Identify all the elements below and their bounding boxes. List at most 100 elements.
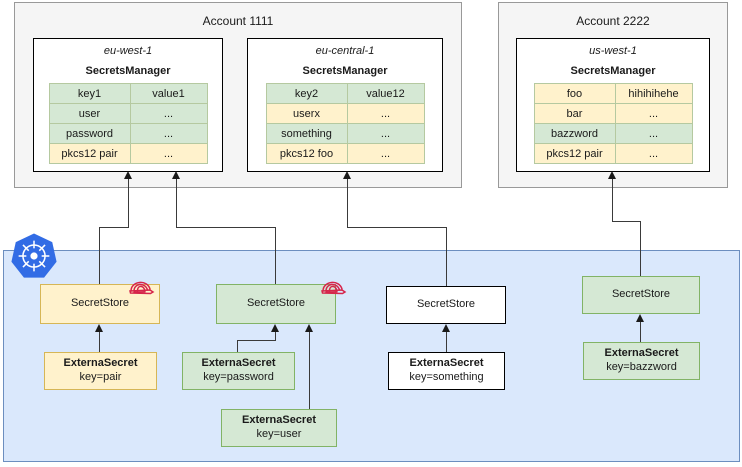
external-secret-title: ExternaSecret xyxy=(604,347,679,360)
cap-icon-store-1 xyxy=(126,274,158,296)
secret-store-2[interactable]: SecretStore xyxy=(216,284,336,324)
arrowhead-to-eu-central-1 xyxy=(343,171,351,179)
cell-key: pkcs12 pair xyxy=(48,143,131,164)
table-row: bazzword ... xyxy=(533,123,693,144)
region-eu-central-1-service: SecretsManager xyxy=(302,65,388,77)
region-eu-west-1-service: SecretsManager xyxy=(85,65,171,77)
arrowhead-esuser-to-store2 xyxy=(305,324,313,332)
cell-value: ... xyxy=(614,103,693,124)
secret-store-label: SecretStore xyxy=(416,298,476,311)
connector-espassword-v1 xyxy=(237,341,239,352)
cell-key: userx xyxy=(265,103,348,124)
connector-store1-v2 xyxy=(128,179,130,228)
table-row: pkcs12 pair ... xyxy=(533,143,693,164)
external-secret-something[interactable]: ExternaSecret key=something xyxy=(388,352,505,390)
region-eu-central-1-label: eu-central-1 xyxy=(315,45,375,57)
external-secret-subtitle: key=password xyxy=(203,371,274,383)
external-secret-title: ExternaSecret xyxy=(201,357,276,370)
cell-value: ... xyxy=(614,143,693,164)
external-secret-bazzword[interactable]: ExternaSecret key=bazzword xyxy=(583,342,700,380)
external-secret-subtitle: key=pair xyxy=(79,371,122,383)
cell-key: key2 xyxy=(265,83,348,104)
region-eu-west-1: eu-west-1 SecretsManager key1 value1 use… xyxy=(33,38,223,172)
connector-store4-v2 xyxy=(612,179,614,222)
cell-value: ... xyxy=(346,103,425,124)
region-eu-central-1: eu-central-1 SecretsManager key2 value12… xyxy=(247,38,443,172)
external-secret-title: ExternaSecret xyxy=(63,357,138,370)
connector-store4-h xyxy=(612,221,641,223)
secrets-table-eu-central-1: key2 value12 userx ... something ... pkc… xyxy=(265,83,425,164)
cell-value: value12 xyxy=(346,83,425,104)
connector-store3-h xyxy=(347,227,447,229)
connector-store2-h xyxy=(176,227,276,229)
cell-value: ... xyxy=(129,123,208,144)
cell-key: foo xyxy=(533,83,616,104)
account-1111-title: Account 1111 xyxy=(202,14,274,28)
secret-store-label: SecretStore xyxy=(246,297,306,310)
region-eu-west-1-label: eu-west-1 xyxy=(103,45,153,57)
region-us-west-1-service: SecretsManager xyxy=(570,65,656,77)
external-secret-title: ExternaSecret xyxy=(409,357,484,370)
cell-key: password xyxy=(48,123,131,144)
external-secret-password[interactable]: ExternaSecret key=password xyxy=(182,352,295,390)
cell-value: ... xyxy=(614,123,693,144)
cap-icon-store-2 xyxy=(318,274,350,296)
cell-value: value1 xyxy=(129,83,208,104)
table-row: userx ... xyxy=(265,103,425,124)
external-secret-subtitle: key=bazzword xyxy=(606,361,677,373)
external-secret-subtitle: key=something xyxy=(409,371,484,383)
external-secret-subtitle: key=user xyxy=(256,428,302,440)
cell-key: bazzword xyxy=(533,123,616,144)
account-2222-title: Account 2222 xyxy=(576,14,650,28)
cell-key: pkcs12 foo xyxy=(265,143,348,164)
arrowhead-to-eu-west-1-a xyxy=(124,171,132,179)
secrets-table-us-west-1: foo hihihihehe bar ... bazzword ... pkcs… xyxy=(533,83,693,164)
connector-esuser-v xyxy=(309,330,311,409)
arrowhead-esbazzword-to-store4 xyxy=(636,314,644,322)
connector-essomething-v xyxy=(446,330,448,352)
external-secret-title: ExternaSecret xyxy=(242,414,316,427)
connector-store2-v2 xyxy=(176,179,178,228)
table-row: password ... xyxy=(48,123,208,144)
secret-store-1[interactable]: SecretStore xyxy=(40,284,160,324)
cell-value: hihihihehe xyxy=(614,83,693,104)
secret-store-label: SecretStore xyxy=(611,288,671,301)
table-row: foo hihihihehe xyxy=(533,83,693,104)
table-row: user ... xyxy=(48,103,208,124)
cell-key: something xyxy=(265,123,348,144)
arrowhead-to-eu-west-1-b xyxy=(172,171,180,179)
region-us-west-1: us-west-1 SecretsManager foo hihihihehe … xyxy=(516,38,710,172)
cell-value: ... xyxy=(129,103,208,124)
region-us-west-1-label: us-west-1 xyxy=(589,45,637,57)
cell-key: bar xyxy=(533,103,616,124)
cell-key: pkcs12 pair xyxy=(533,143,616,164)
table-row: key1 value1 xyxy=(48,83,208,104)
cell-value: ... xyxy=(129,143,208,164)
secret-store-4[interactable]: SecretStore xyxy=(582,276,700,314)
secrets-table-eu-west-1: key1 value1 user ... password ... pkcs12… xyxy=(48,83,208,164)
connector-espassword-v2 xyxy=(275,330,277,341)
arrowhead-essomething-to-store3 xyxy=(442,324,450,332)
secret-store-label: SecretStore xyxy=(70,297,130,310)
cell-value: ... xyxy=(346,123,425,144)
table-row: pkcs12 pair ... xyxy=(48,143,208,164)
table-row: bar ... xyxy=(533,103,693,124)
cell-key: key1 xyxy=(48,83,131,104)
secret-store-3[interactable]: SecretStore xyxy=(386,286,506,324)
connector-espassword-h xyxy=(237,340,276,342)
cell-value: ... xyxy=(346,143,425,164)
connector-espair-v xyxy=(99,330,101,352)
connector-store1-h xyxy=(99,227,129,229)
connector-store3-v2 xyxy=(347,179,349,228)
external-secret-pair[interactable]: ExternaSecret key=pair xyxy=(44,352,157,390)
arrowhead-to-us-west-1 xyxy=(608,171,616,179)
table-row: key2 value12 xyxy=(265,83,425,104)
connector-esbazzword-v xyxy=(640,320,642,342)
arrowhead-espassword-to-store2 xyxy=(271,324,279,332)
kubernetes-logo xyxy=(10,232,58,280)
arrowhead-espair-to-store1 xyxy=(95,324,103,332)
cell-key: user xyxy=(48,103,131,124)
connector-store2-v1 xyxy=(275,228,277,284)
external-secret-user[interactable]: ExternaSecret key=user xyxy=(221,409,337,447)
